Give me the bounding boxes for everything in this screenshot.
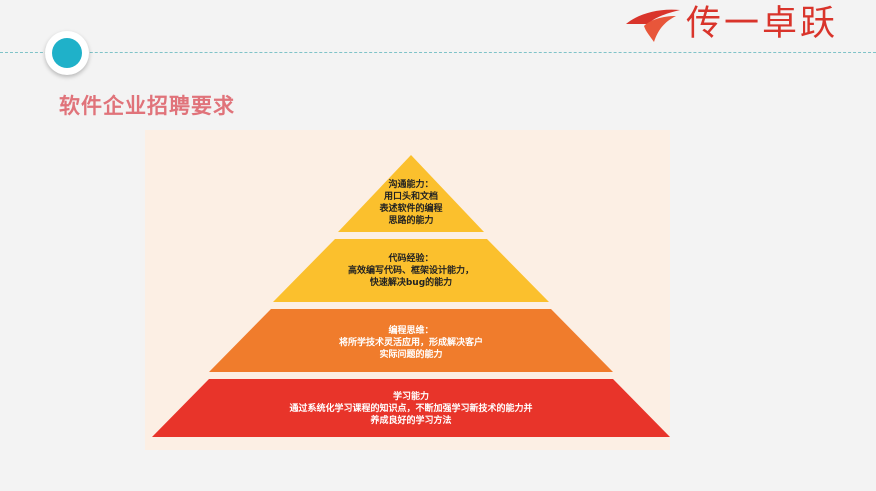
tier-text: 将所学技术灵活应用，形成解决客户 (338, 338, 483, 348)
pyramid-tier-shape (273, 239, 549, 302)
tier-text: 实际问题的能力 (379, 350, 443, 360)
brand-logo: 传一卓跃 (624, 4, 874, 44)
tier-label: 学习能力 通过系统化学习课程的知识点，不断加强学习新技术的能力并 养成良好的学习… (152, 391, 670, 427)
tier-label: 编程思维： 将所学技术灵活应用，形成解决客户 实际问题的能力 (209, 325, 613, 361)
tier-heading: 学习能力 (392, 392, 429, 402)
tier-text: 用口头和文档 (383, 192, 438, 202)
pyramid-tier-code-experience: 代码经验： 高效编写代码、框架设计能力， 快速解决bug的能力 (273, 239, 549, 302)
logo-mark-icon (626, 9, 680, 42)
tier-text: 通过系统化学习课程的知识点，不断加强学习新技术的能力并 (289, 404, 533, 414)
header-divider (0, 52, 876, 53)
pyramid-tier-shape (152, 379, 670, 437)
pyramid-tier-learning-ability: 学习能力 通过系统化学习课程的知识点，不断加强学习新技术的能力并 养成良好的学习… (152, 379, 670, 437)
tier-text: 快速解决bug的能力 (369, 278, 453, 288)
tier-label: 沟通能力： 用口头和文档 表述软件的编程 思路的能力 (338, 179, 484, 227)
tier-heading: 沟通能力： (388, 180, 434, 190)
tier-heading: 代码经验： (388, 254, 434, 264)
pyramid-tier-programming-thinking: 编程思维： 将所学技术灵活应用，形成解决客户 实际问题的能力 (209, 309, 613, 372)
tier-text: 高效编写代码、框架设计能力， (347, 266, 474, 276)
logo-text: 传一卓跃 (686, 4, 839, 44)
tier-text: 表述软件的编程 (379, 204, 443, 214)
page-title: 软件企业招聘要求 (59, 94, 235, 118)
tier-text: 思路的能力 (388, 216, 434, 226)
pyramid-tier-shape (338, 155, 484, 232)
decorative-circle-inner (52, 38, 82, 68)
tier-heading: 编程思维： (388, 326, 434, 336)
pyramid-tier-shape (209, 309, 613, 372)
tier-label: 代码经验： 高效编写代码、框架设计能力， 快速解决bug的能力 (273, 253, 549, 289)
pyramid-tier-communication: 沟通能力： 用口头和文档 表述软件的编程 思路的能力 (338, 155, 484, 232)
tier-text: 养成良好的学习方法 (370, 416, 452, 426)
